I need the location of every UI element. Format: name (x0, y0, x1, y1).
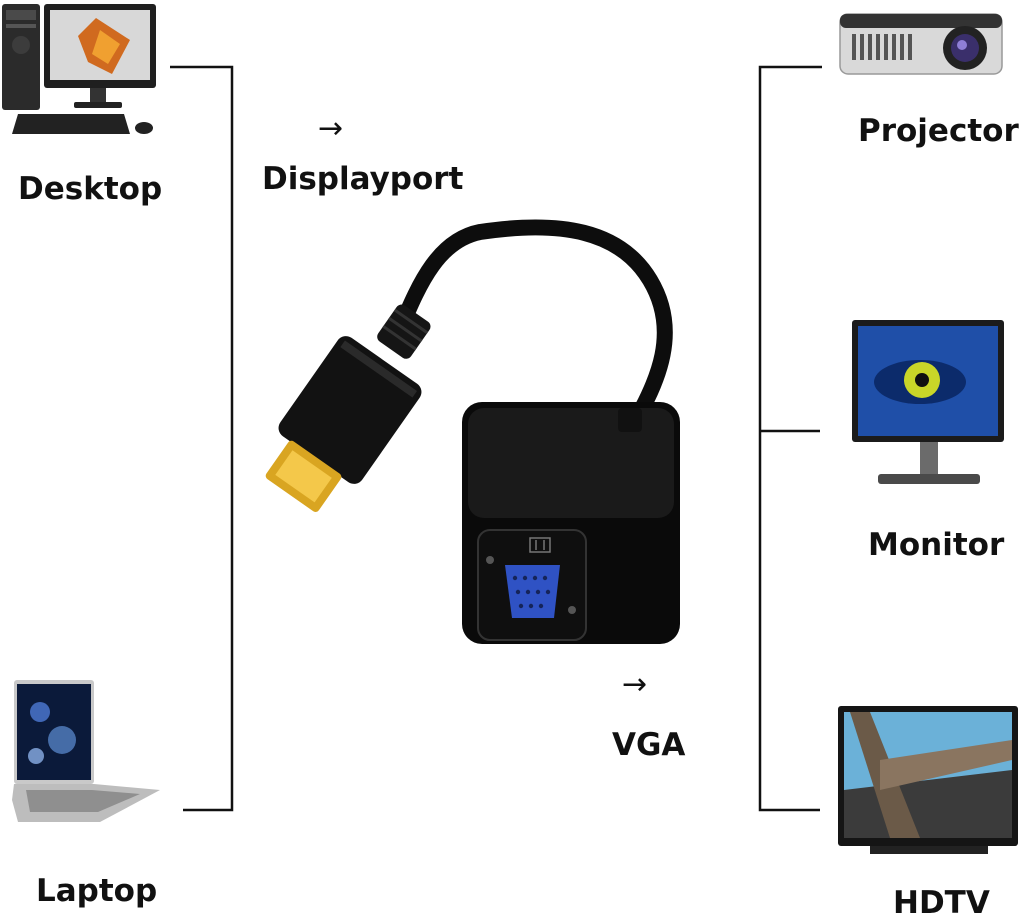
displayport-arrow-icon: → (318, 111, 344, 146)
projector-label: Projector (858, 113, 1019, 149)
displayport-label: Displayport (262, 161, 464, 197)
laptop-label: Laptop (36, 873, 158, 909)
vga-label: VGA (612, 727, 686, 763)
hdtv-label: HDTV (893, 885, 990, 921)
vga-arrow-icon: → (622, 667, 648, 702)
monitor-label: Monitor (868, 527, 1005, 563)
desktop-label: Desktop (18, 171, 163, 207)
